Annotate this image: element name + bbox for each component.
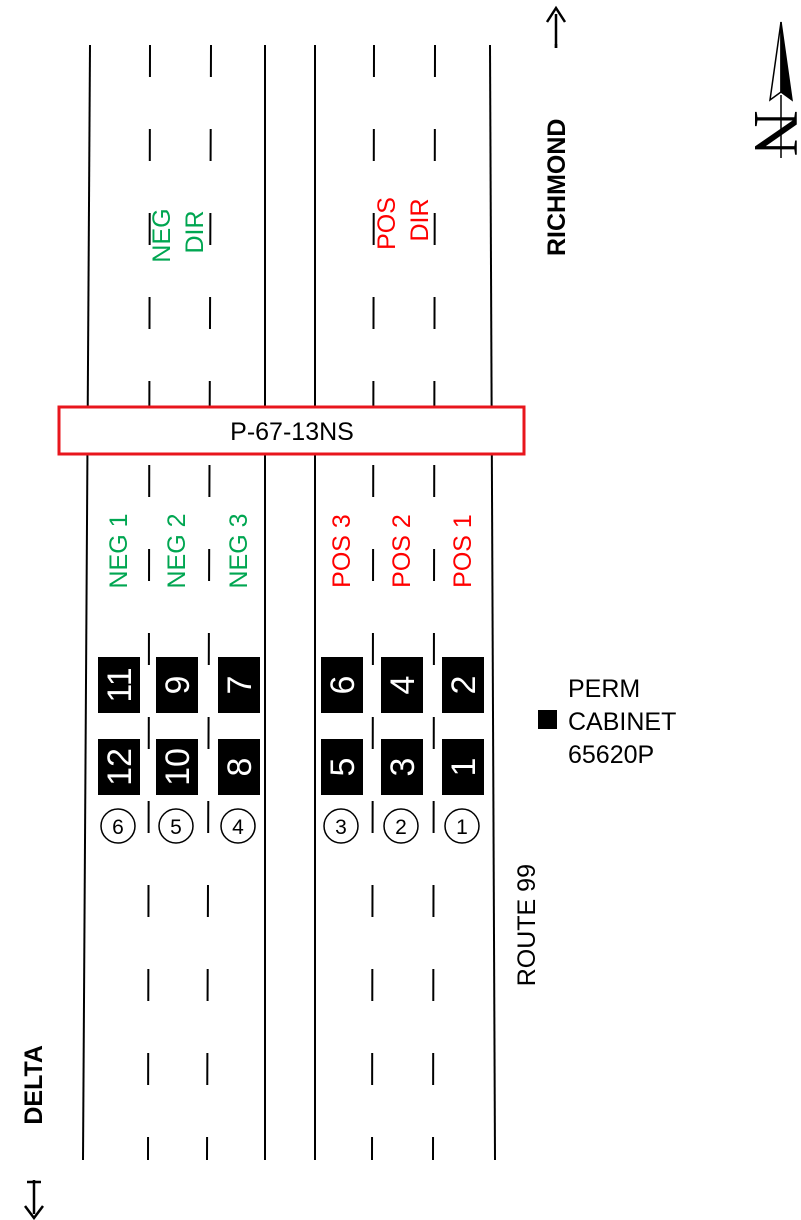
road-edges [82, 44, 496, 1161]
sensor-box [442, 739, 484, 795]
road-edge-west [82, 44, 91, 1161]
cabinet-label-line2: CABINET [568, 708, 676, 736]
sensor-number: 1 [445, 758, 483, 777]
north-letter: N [741, 110, 801, 156]
lane-label: NEG 3 [225, 513, 253, 588]
lane-label: POS 3 [328, 514, 356, 588]
delta-arrow-icon [24, 1205, 44, 1220]
pos-dir-label: POS DIR [373, 190, 434, 250]
pos-dir-line2: DIR [406, 198, 434, 241]
cabinet-label-line1: PERM [568, 675, 640, 703]
sensor-box [381, 739, 423, 795]
sensor-box [442, 657, 484, 713]
sensor-box [321, 739, 363, 795]
station-id-box [57, 405, 526, 456]
sensor-number: 8 [221, 758, 259, 777]
lane-number-circle [323, 808, 359, 844]
lane-label: NEG 1 [105, 513, 133, 588]
pos-dir-line1: POS [373, 197, 401, 250]
sensor-box [321, 657, 363, 713]
sensor-box [98, 739, 140, 795]
neg-dir-line2: DIR [181, 210, 209, 253]
lane-label: POS 2 [388, 514, 416, 588]
lane-number: 4 [232, 816, 244, 839]
richmond-arrow-icon [545, 5, 567, 23]
lane-number-circle [444, 808, 480, 844]
lane-divider [371, 44, 375, 1161]
sensor-number: 5 [324, 758, 362, 777]
sensor-box [156, 739, 198, 795]
route-label: ROUTE 99 [513, 864, 541, 986]
lane-label: POS 1 [449, 514, 477, 588]
cabinet-icon [538, 710, 557, 729]
sensor-number: 2 [445, 676, 483, 695]
lane-number: 6 [112, 816, 124, 839]
neg-dir-line1: NEG [148, 208, 176, 262]
north-compass-icon: N [741, 21, 801, 158]
lane-number: 1 [456, 816, 468, 839]
lane-number: 3 [335, 816, 347, 839]
lane-number-circles: 6 5 4 3 2 1 [100, 808, 480, 844]
lane-number-circle [220, 808, 256, 844]
sensor-number: 10 [159, 748, 197, 786]
road-edge-east [489, 44, 496, 1161]
lane-divider [432, 44, 436, 1161]
lane-divider [206, 44, 212, 1161]
lane-label: NEG 2 [163, 513, 191, 588]
sensor-box [381, 657, 423, 713]
direction-south-city: DELTA [20, 1045, 48, 1125]
sensor-number: 9 [159, 676, 197, 695]
sensor-box [98, 657, 140, 713]
lane-labels: NEG 1 NEG 2 NEG 3 POS 3 POS 2 POS 1 [105, 513, 477, 588]
lane-dividers [147, 44, 436, 1161]
lane-number: 2 [395, 816, 407, 839]
sensor-grid: 11 12 9 10 7 8 6 5 4 3 2 1 [98, 657, 484, 795]
cabinet-label-line3: 65620P [568, 741, 654, 769]
lane-number-circle [158, 808, 194, 844]
sensor-number: 3 [384, 758, 422, 777]
sensor-box [156, 657, 198, 713]
lane-number: 5 [170, 816, 182, 839]
lane-number-circle [100, 808, 136, 844]
direction-north-city: RICHMOND [543, 119, 571, 257]
lane-number-circle [383, 808, 419, 844]
sensor-box [218, 657, 260, 713]
neg-dir-label: NEG DIR [148, 201, 209, 262]
sensor-number: 12 [101, 748, 139, 786]
sensor-box [218, 739, 260, 795]
lane-divider [147, 44, 151, 1161]
sensor-number: 6 [324, 676, 362, 695]
station-id: P-67-13NS [230, 418, 354, 446]
sensor-number: 4 [384, 676, 422, 695]
sensor-number: 7 [221, 676, 259, 695]
sensor-number: 11 [101, 667, 139, 702]
